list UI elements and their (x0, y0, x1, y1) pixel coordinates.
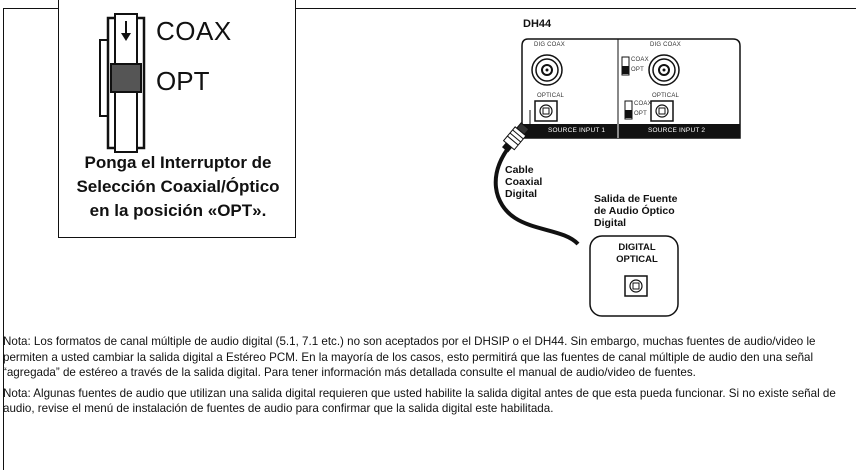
instruction-line: Selección Coaxial/Óptico (76, 177, 280, 196)
switch-opt-label-2: OPT (634, 111, 647, 117)
opt-position-label: OPT (156, 66, 210, 96)
instruction-line: Ponga el Interruptor de (84, 153, 272, 172)
cable-label-line: Cable (505, 164, 534, 176)
device-title: DH44 (523, 18, 552, 30)
coax-jack-2 (648, 54, 680, 86)
switch-instruction: Ponga el Interruptor de Selección Coaxia… (62, 151, 294, 223)
cable-label-line: Digital (505, 188, 538, 200)
note-paragraph: Nota: Algunas fuentes de audio que utili… (3, 386, 836, 416)
source-output-label: Salida de Fuente de Audio Óptico Digital (594, 193, 677, 229)
dig-coax-label-2: DIG COAX (650, 42, 681, 48)
optical-jack-2 (650, 100, 674, 122)
cable-label: Cable Coaxial Digital (505, 164, 542, 200)
switch-coax-label-2: COAX (634, 101, 652, 107)
source-input-2-label: SOURCE INPUT 2 (648, 127, 706, 134)
source-box-line: DIGITAL (618, 242, 656, 253)
selector-switch-2 (624, 100, 633, 120)
optical-label-1: OPTICAL (537, 93, 565, 99)
source-output-box (589, 235, 679, 317)
source-box-line: OPTICAL (616, 254, 658, 265)
instruction-line: en la posición «OPT». (89, 201, 267, 220)
source-label-line: Digital (594, 217, 627, 229)
slide-switch-large (99, 13, 146, 153)
notes-section: Nota: Los formatos de canal múltiple de … (3, 334, 853, 422)
cable-label-line: Coaxial (505, 176, 543, 188)
outer-frame (3, 8, 856, 470)
selector-switch-1 (621, 56, 630, 76)
switch-opt-label-1: OPT (631, 67, 644, 73)
optical-jack-1 (534, 100, 558, 122)
switch-inset-panel (58, 0, 296, 238)
coax-position-label: COAX (156, 16, 232, 46)
note-paragraph: Nota: Los formatos de canal múltiple de … (3, 335, 816, 380)
dh44-device-panel (521, 38, 741, 139)
switch-coax-label-1: COAX (631, 57, 649, 63)
dig-coax-label-1: DIG COAX (534, 42, 565, 48)
optical-label-2: OPTICAL (652, 93, 680, 99)
source-label-line: de Audio Óptico (594, 205, 675, 217)
source-label-line: Salida de Fuente (594, 193, 678, 205)
digital-optical-label: DIGITAL OPTICAL (597, 242, 677, 266)
source-input-1-label: SOURCE INPUT 1 (548, 127, 606, 134)
coax-jack-1 (531, 54, 563, 86)
